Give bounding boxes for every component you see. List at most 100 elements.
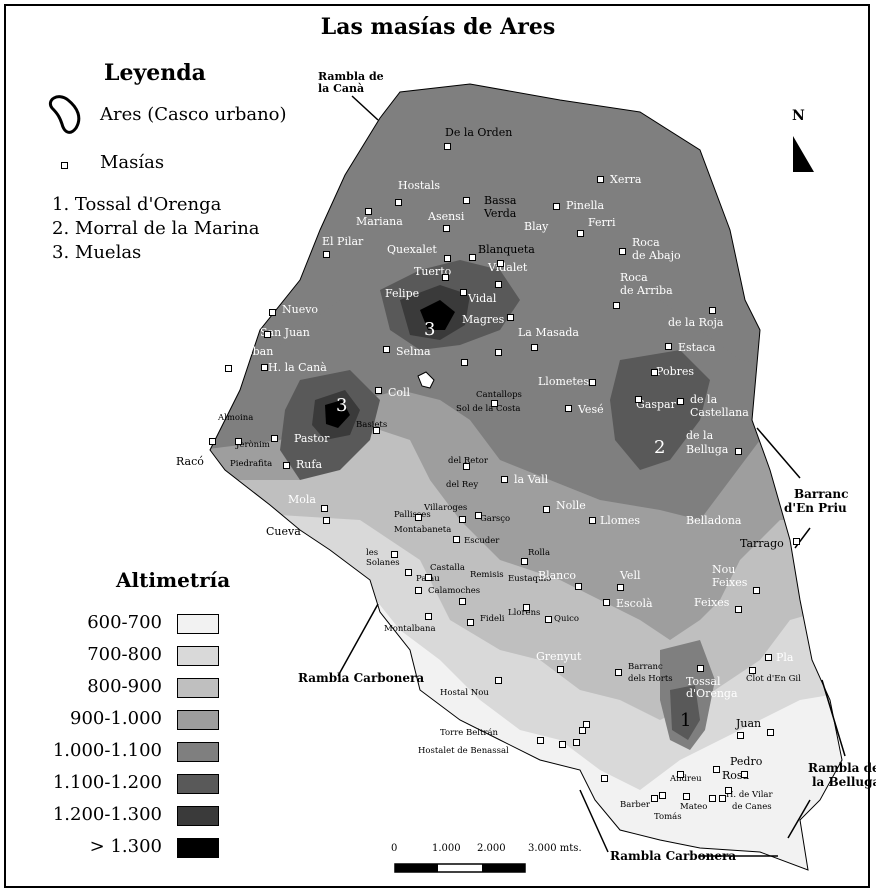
masia-marker (271, 435, 278, 442)
masia-label: Vidal (468, 292, 497, 305)
masia-label: Solanes (366, 558, 400, 568)
masia-label: Mateo (680, 802, 708, 812)
leader-rambla-belluga-2 (787, 799, 811, 839)
masia-label: Llomes (600, 514, 641, 527)
masia-marker (391, 551, 398, 558)
peak-label-3b: 3 (336, 395, 348, 416)
masia-label: Magres (462, 313, 505, 326)
masia-marker (495, 677, 502, 684)
masia-marker (713, 766, 720, 773)
masia-label: Blanco (538, 569, 577, 582)
altimetry-class-label: 1.200-1.300 (52, 804, 162, 825)
masia-marker (461, 359, 468, 366)
masia-marker (444, 143, 451, 150)
masia-label: Jerònim (236, 440, 270, 450)
masia-label: Sol de la Costa (456, 404, 521, 414)
masia-marker (531, 344, 538, 351)
masia-marker (557, 666, 564, 673)
masia-marker (583, 721, 590, 728)
masia-marker (597, 176, 604, 183)
masia-label: Pla (776, 651, 794, 664)
peak-label-2: 2 (654, 437, 666, 458)
masia-marker (651, 795, 658, 802)
masia-marker (753, 587, 760, 594)
legend-item-1: 1. Tossal d'Orenga (52, 194, 222, 215)
masia-label: Racó (176, 455, 204, 468)
masia-label: Pallisses (394, 510, 431, 520)
masia-label: La Masada (518, 326, 579, 339)
legend-masias-label: Masías (100, 152, 165, 173)
masia-marker (565, 405, 572, 412)
masia-marker (495, 349, 502, 356)
masia-marker (735, 606, 742, 613)
masia-label: Remisis (470, 570, 504, 580)
masia-marker (613, 302, 620, 309)
urban-legend-icon (49, 95, 81, 134)
masia-marker (501, 476, 508, 483)
masia-label: Pinella (566, 199, 605, 212)
masia-label: Feixes (712, 576, 748, 589)
masia-label: Mariana (356, 215, 403, 228)
masia-label: Blanqueta (478, 243, 535, 256)
masia-marker (767, 729, 774, 736)
masia-marker (444, 255, 451, 262)
masia-label: Andreu (670, 774, 702, 784)
masia-marker (365, 208, 372, 215)
masia-marker (425, 574, 432, 581)
masia-label: d'Orenga (686, 687, 738, 700)
masia-label: Vell (620, 569, 641, 582)
masia-label: Blay (524, 220, 549, 233)
masia-label: H. la Canà (268, 361, 327, 374)
masia-marker (683, 793, 690, 800)
masia-marker (209, 438, 216, 445)
masia-marker (323, 251, 330, 258)
masia-marker (577, 230, 584, 237)
masia-label: Basiets (356, 420, 388, 430)
masia-label: Estaca (678, 341, 716, 354)
rambla-cana-label-2: la Canà (318, 82, 365, 95)
scale-bar-seg3 (482, 864, 525, 872)
masia-label: Clot d'En Gil (746, 674, 801, 684)
masia-marker (589, 517, 596, 524)
masia-label: Cantallops (476, 390, 522, 400)
peak-label-3a: 3 (424, 319, 436, 340)
masia-marker (442, 274, 449, 281)
masia-label: de la Roja (668, 316, 724, 329)
masia-label: Asensi (428, 210, 465, 223)
altimetry-class-swatch (177, 806, 219, 826)
legend-title: Leyenda (104, 60, 206, 86)
masia-label: Hostals (398, 179, 441, 192)
peak-label-1: 1 (680, 710, 692, 731)
scale-tick-2000: 2.000 (477, 843, 506, 854)
masia-marker (603, 599, 610, 606)
leader-rambla-carbonera-left (337, 603, 379, 677)
masia-marker (601, 775, 608, 782)
north-label: N (792, 108, 805, 124)
masia-marker (589, 379, 596, 386)
map-title: Las masías de Ares (320, 14, 556, 40)
masia-marker (463, 197, 470, 204)
altimetry-class-label: 700-800 (87, 644, 162, 665)
masia-label: Roca (620, 271, 648, 284)
masia-label: Bassa (484, 194, 517, 207)
masia-label: Verda (484, 207, 517, 220)
map-frame (4, 4, 870, 888)
masia-label: Esteban (228, 345, 274, 358)
masia-label: Llometes (538, 375, 589, 388)
altimetry-class-swatch (177, 646, 219, 666)
masia-label: Xerra (610, 173, 642, 186)
masia-label: Nolle (556, 499, 586, 512)
masia-label: de Abajo (632, 249, 681, 262)
masia-marker (749, 667, 756, 674)
masia-marker (443, 225, 450, 232)
masia-label: Barranc (628, 662, 663, 672)
masia-label: Cueva (266, 525, 301, 538)
rambla-belluga-label-1: Rambla de (808, 761, 876, 775)
altimetry-class-label: 1.100-1.200 (52, 772, 162, 793)
masia-label: dels Horts (628, 674, 673, 684)
masia-label: Selma (396, 345, 431, 358)
masia-label: Vesé (578, 403, 604, 416)
scale-tick-1000: 1.000 (432, 843, 461, 854)
altimetry-class-swatch (177, 742, 219, 762)
